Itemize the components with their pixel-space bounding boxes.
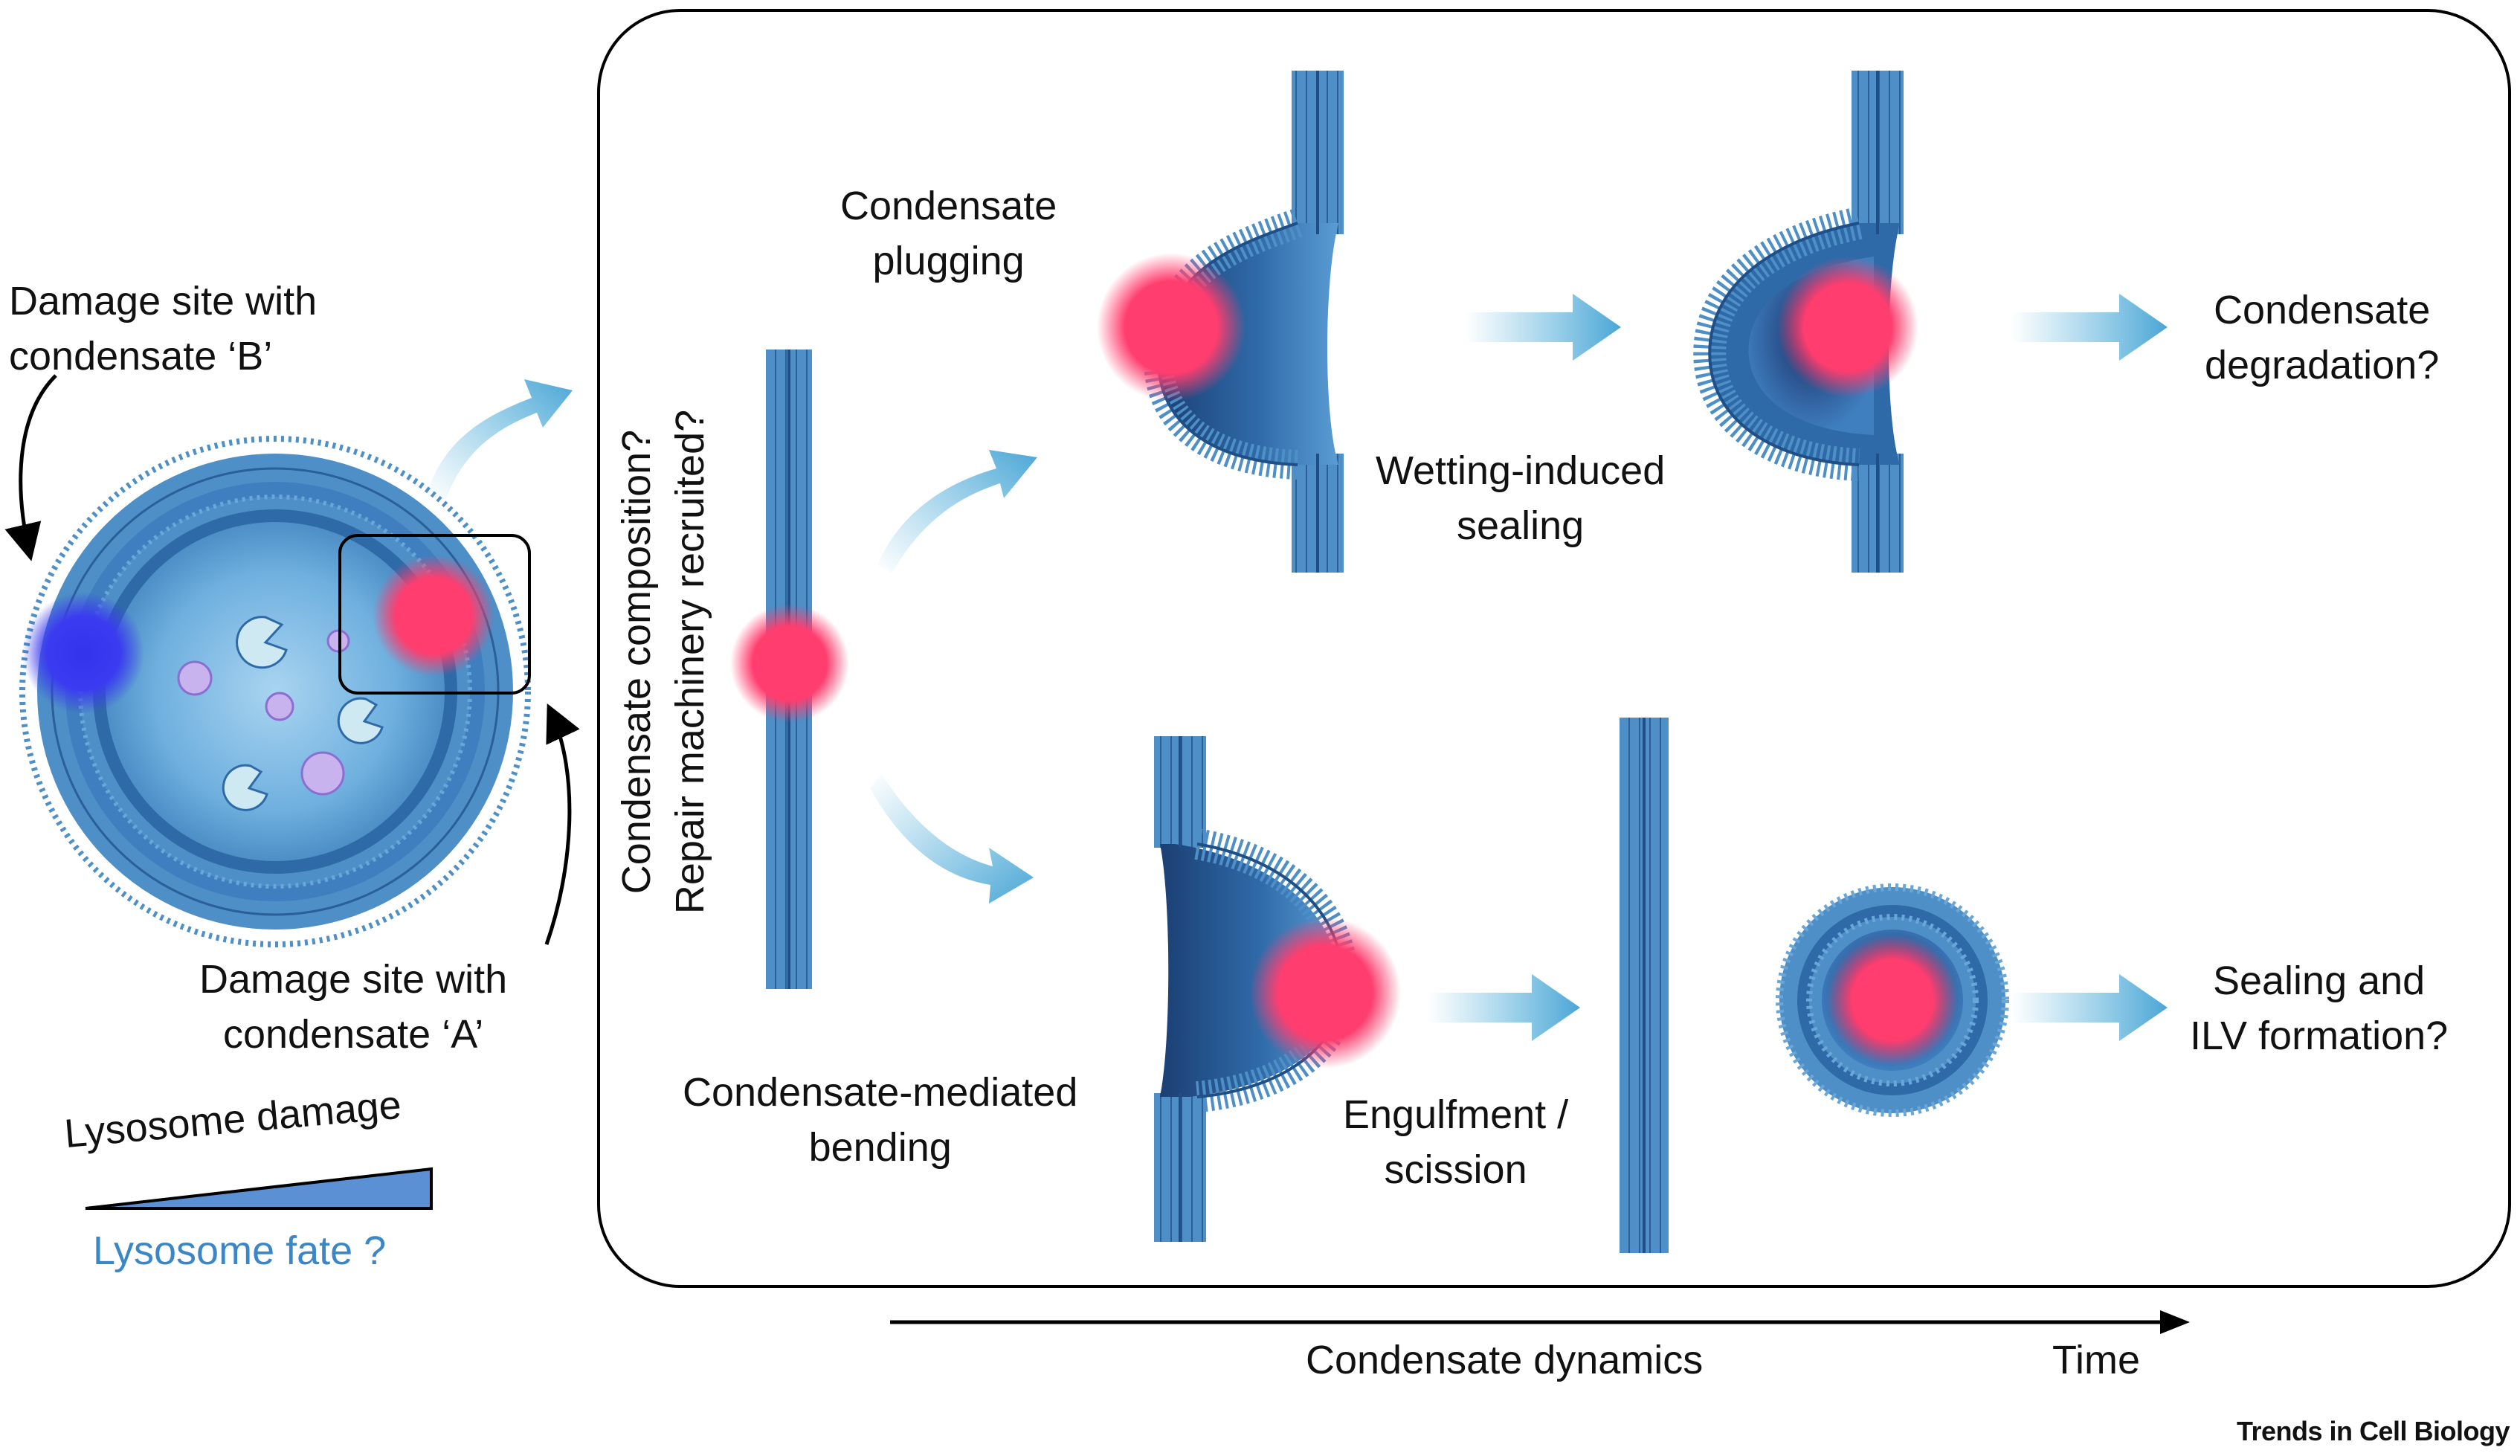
damage-a-label: Damage site with condensate ‘A’	[199, 957, 508, 1057]
scission-membrane	[1620, 718, 1669, 1253]
condensate-sealed	[1777, 257, 1918, 398]
cargo-icon	[300, 751, 345, 796]
journal-credit: Trends in Cell Biology	[2236, 1416, 2510, 1446]
timeline-label: Condensate dynamics	[1306, 1338, 1704, 1382]
condensate-bending	[1249, 917, 1401, 1069]
arrow-top-2	[2011, 294, 2168, 361]
pointer-arrow-b	[4, 374, 57, 561]
enzyme-icon	[236, 616, 288, 669]
lysosome-fate-label: Lysosome fate ?	[93, 1228, 387, 1273]
condensate-questions: Condensate composition? Repair machinery…	[614, 409, 712, 915]
arrow-top-1	[1465, 294, 1621, 361]
damage-gradient-wedge	[85, 1167, 433, 1210]
arrow-down-branch	[870, 773, 1034, 903]
condensate-b	[22, 592, 144, 714]
lysosome-contents	[177, 616, 384, 811]
enzyme-icon	[222, 764, 268, 811]
condensate-a	[373, 555, 494, 677]
enzyme-icon	[337, 697, 384, 744]
arrow-bottom-1	[1428, 974, 1580, 1041]
arrow-up-branch	[877, 450, 1037, 573]
damage-b-label: Damage site with condensate ‘B’	[9, 279, 318, 379]
cargo-icon	[177, 660, 213, 696]
arrow-into-panel	[428, 379, 573, 498]
cargo-icon	[265, 692, 294, 721]
condensate-ilv	[1827, 935, 1958, 1066]
bending-label: Condensate-mediated bending	[683, 1070, 1078, 1170]
zoom-box	[338, 534, 531, 695]
pointer-arrow-a	[544, 703, 580, 945]
engulfment-label: Engulfment / scission	[1343, 1092, 1569, 1192]
condensate-plugging	[1097, 253, 1246, 402]
ilv-label: Sealing and ILV formation?	[2190, 959, 2449, 1058]
main-panel	[597, 9, 2511, 1288]
condensate-central	[730, 604, 849, 723]
time-label: Time	[2052, 1338, 2140, 1382]
degradation-label: Condensate degradation?	[2205, 288, 2440, 387]
arrow-bottom-2	[2011, 974, 2168, 1041]
plugging-label: Condensate plugging	[840, 184, 1057, 283]
wetting-label: Wetting-induced sealing	[1376, 448, 1666, 548]
